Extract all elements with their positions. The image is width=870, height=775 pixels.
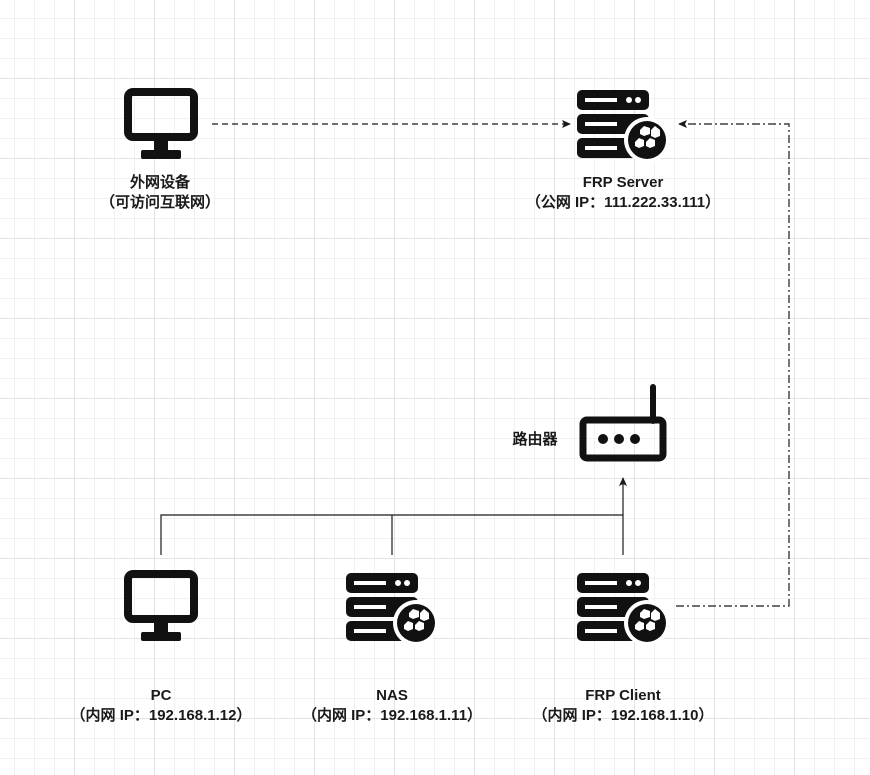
pc-name: PC bbox=[150, 687, 172, 704]
router-icon bbox=[579, 384, 667, 462]
pc-detail: （内网 IP：192.168.1.12） bbox=[70, 707, 252, 724]
external-device-detail: （可访问互联网） bbox=[99, 194, 220, 211]
nas-label: NAS （内网 IP：192.168.1.11） bbox=[280, 686, 504, 726]
frp-server-label: FRP Server （公网 IP：111.222.33.111） bbox=[498, 173, 748, 213]
nas-name: NAS bbox=[376, 687, 408, 704]
frp-server-detail: （公网 IP：111.222.33.111） bbox=[525, 194, 721, 211]
frp-server-name: FRP Server bbox=[582, 174, 664, 191]
edge-client-to-server bbox=[676, 120, 790, 607]
external-device-name: 外网设备 bbox=[129, 174, 190, 191]
router-label: 路由器 bbox=[500, 430, 570, 450]
monitor-icon bbox=[124, 570, 198, 641]
pc-label: PC （内网 IP：192.168.1.12） bbox=[50, 686, 272, 726]
frp-client-name: FRP Client bbox=[585, 687, 661, 704]
frp-client-label: FRP Client （内网 IP：192.168.1.10） bbox=[510, 686, 736, 726]
monitor-icon bbox=[124, 88, 198, 159]
server-icon bbox=[577, 90, 670, 162]
frp-client-detail: （内网 IP：192.168.1.10） bbox=[532, 707, 714, 724]
server-icon bbox=[577, 573, 670, 645]
server-icon bbox=[346, 573, 439, 645]
external-device-label: 外网设备 （可访问互联网） bbox=[60, 173, 260, 213]
edge-pc-to-bus bbox=[160, 514, 623, 555]
router-name: 路由器 bbox=[512, 431, 558, 448]
nas-detail: （内网 IP：192.168.1.11） bbox=[301, 707, 483, 724]
